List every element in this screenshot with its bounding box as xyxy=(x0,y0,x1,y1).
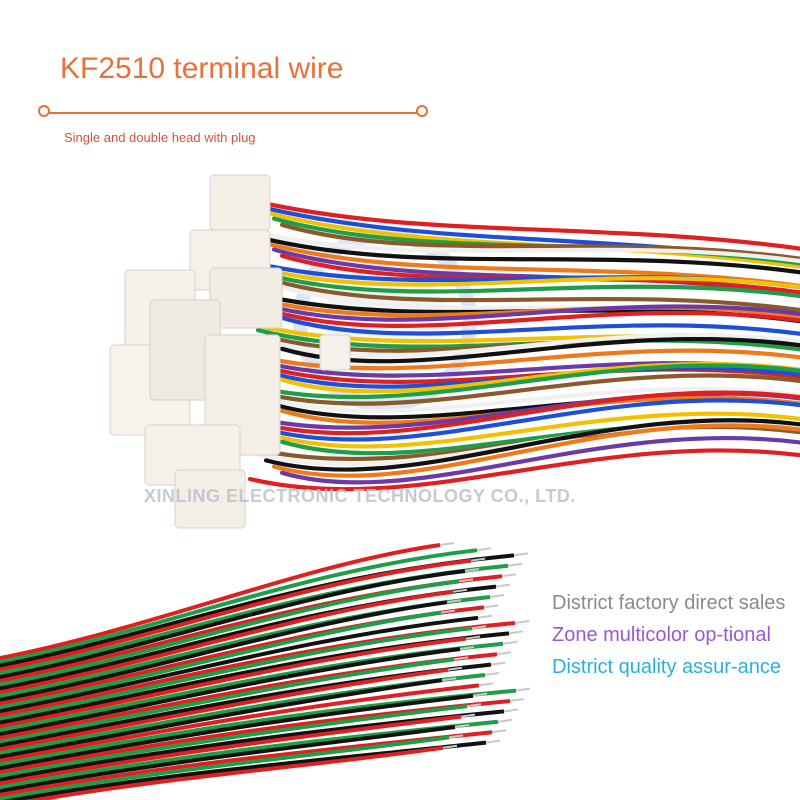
wire-tip xyxy=(497,718,513,723)
wire xyxy=(271,423,800,478)
wire-tip xyxy=(483,604,499,609)
wire-tip xyxy=(447,666,463,671)
wire-tip xyxy=(484,672,500,676)
wire xyxy=(0,678,443,759)
wire xyxy=(0,735,450,800)
wire-tip xyxy=(470,557,486,562)
wire xyxy=(0,626,473,721)
wire xyxy=(247,448,800,492)
wire xyxy=(263,418,800,472)
wire xyxy=(0,647,461,737)
wire xyxy=(0,657,455,744)
wire-tip xyxy=(485,739,501,744)
wire xyxy=(0,704,468,778)
wire xyxy=(271,278,800,313)
wire xyxy=(247,197,800,251)
wire-tip xyxy=(441,677,457,682)
wire xyxy=(247,228,800,264)
product-subtitle: Single and double head with plug xyxy=(64,130,256,145)
wire xyxy=(263,398,800,442)
wire xyxy=(0,569,466,680)
wire xyxy=(0,600,448,702)
connector-housings xyxy=(109,174,351,529)
wire xyxy=(0,558,472,672)
wire-tip xyxy=(465,635,481,640)
wire-tip xyxy=(496,651,512,656)
wire xyxy=(279,222,800,261)
wire xyxy=(255,235,800,275)
feature-list: District factory direct sales Zone multi… xyxy=(552,590,792,686)
wire-tip xyxy=(515,687,531,692)
wire xyxy=(0,615,479,714)
wire xyxy=(271,309,800,328)
lower-wire-bundle xyxy=(0,542,531,800)
wire-tip xyxy=(509,698,525,702)
wire xyxy=(24,745,444,800)
wire xyxy=(0,725,456,794)
wire-tip xyxy=(513,552,529,557)
wire-tip xyxy=(458,578,474,583)
wire xyxy=(0,667,449,752)
wire-tip xyxy=(459,646,475,650)
wire-tip xyxy=(495,583,511,588)
underline-right-dot xyxy=(416,105,428,117)
wire-tip xyxy=(460,713,476,718)
wire xyxy=(263,386,800,413)
wire xyxy=(0,589,454,695)
wire-tip xyxy=(508,630,524,635)
wire-tip xyxy=(490,661,506,666)
wire-tip xyxy=(477,614,493,619)
wire xyxy=(279,435,800,485)
wire xyxy=(0,543,441,661)
wire xyxy=(271,411,800,449)
wire-tip xyxy=(446,599,462,604)
wire-tip xyxy=(476,547,492,552)
wire-tip xyxy=(507,562,523,567)
upper-wire-bundle xyxy=(247,197,800,492)
wire xyxy=(0,693,474,771)
wire-tip xyxy=(514,620,530,624)
wire-tip xyxy=(491,729,507,734)
wire xyxy=(263,303,800,322)
wire-tip xyxy=(489,594,505,598)
wire-tip xyxy=(478,682,494,687)
underline-left-dot xyxy=(38,105,50,117)
wire-tip xyxy=(452,588,468,593)
wire-tip xyxy=(454,724,470,728)
company-watermark: XINLING ELECTRONIC TECHNOLOGY CO., LTD. xyxy=(144,486,576,506)
wire xyxy=(0,579,460,687)
wire xyxy=(0,683,480,763)
wire-tip xyxy=(440,609,456,614)
wire-tip xyxy=(448,734,464,739)
wire-tip xyxy=(439,542,455,546)
wire xyxy=(255,266,800,290)
wire xyxy=(0,548,478,664)
wire-tip xyxy=(466,703,482,708)
wire-tip xyxy=(472,692,488,697)
product-title: KF2510 terminal wire xyxy=(60,52,344,85)
wire-tip xyxy=(453,656,469,661)
wire-tip xyxy=(471,625,487,630)
title-underline xyxy=(44,112,422,114)
wire xyxy=(263,272,800,299)
wire-tip xyxy=(501,573,517,578)
feature-factory-direct: District factory direct sales xyxy=(552,592,786,614)
wire xyxy=(247,363,800,400)
wire xyxy=(0,714,462,786)
wire-tip xyxy=(464,568,480,572)
feature-quality: District quality assur-ance xyxy=(552,656,781,678)
wire xyxy=(255,373,800,406)
wire xyxy=(279,315,800,336)
wire xyxy=(0,610,442,710)
wire-tip xyxy=(442,744,458,749)
wire xyxy=(255,390,800,436)
feature-multicolor: Zone multicolor op-tional xyxy=(552,624,771,646)
wire-tip xyxy=(502,640,518,645)
wire-tip xyxy=(503,708,519,713)
wire xyxy=(0,636,467,729)
